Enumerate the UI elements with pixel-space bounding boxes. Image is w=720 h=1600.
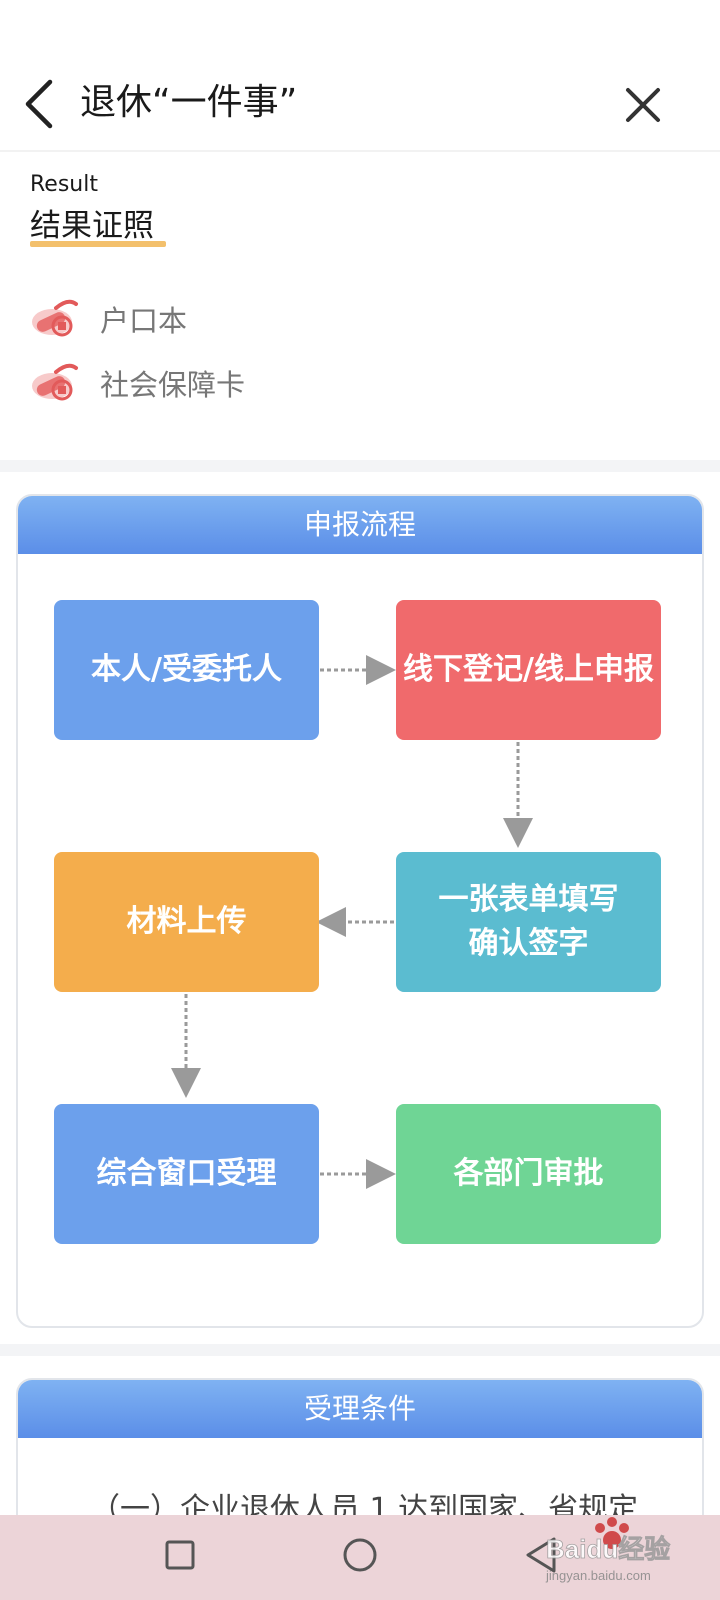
back-button[interactable] (18, 74, 62, 134)
chevron-left-icon (25, 79, 53, 129)
flow-step-register-apply: 线下登记/线上申报 (396, 600, 661, 740)
process-header: 申报流程 (18, 496, 702, 554)
result-label-en: Result (30, 172, 98, 197)
flow-step-form-sign: 一张表单填写 确认签字 (396, 852, 661, 992)
section-gap (0, 1344, 720, 1356)
conditions-header: 受理条件 (18, 1380, 702, 1438)
system-back-button[interactable] (512, 1525, 572, 1585)
flow-step-label: 本人/受委托人 (91, 652, 282, 687)
close-icon (626, 88, 660, 122)
flow-step-label: 线下登记/线上申报 (403, 652, 654, 687)
cert-item-label: 户口本 (100, 304, 188, 338)
back-triangle-icon (526, 1537, 556, 1573)
navigation-bar: 退休“一件事” (0, 60, 720, 148)
watermark-brand: Baidu经验 (546, 1534, 670, 1564)
result-label-cn: 结果证照 (30, 208, 154, 244)
cert-item-hukou[interactable]: 户口本 (28, 290, 628, 346)
nav-divider (0, 150, 720, 152)
cert-item-social-security[interactable]: 社会保障卡 (28, 354, 628, 410)
flow-step-label: 材料上传 (126, 904, 247, 939)
status-bar (0, 0, 720, 50)
certificate-seal-icon (32, 363, 78, 401)
flowchart: 本人/受委托人 线下登记/线上申报 一张表单填写 确认签字 材料上传 综合窗口受… (18, 554, 702, 1304)
flow-step-label: 一张表单填写 确认签字 (438, 882, 619, 961)
recent-apps-button[interactable] (150, 1525, 210, 1585)
process-card: 申报流程 本人/受委托人 线下登记/线上申报 一张表单填写 确认签字 材料上传 (16, 494, 704, 1328)
section-gap (0, 460, 720, 472)
cert-item-label: 社会保障卡 (100, 368, 246, 402)
result-section: Result 结果证照 户口本 社会保障卡 (0, 152, 720, 460)
page-title: 退休“一件事” (80, 82, 298, 123)
recent-apps-icon (165, 1540, 195, 1570)
home-button[interactable] (330, 1525, 390, 1585)
flow-step-self-or-agent: 本人/受委托人 (54, 600, 319, 740)
close-button[interactable] (618, 80, 668, 130)
watermark-url: jingyan.baidu.com (545, 1568, 651, 1583)
home-icon (343, 1538, 377, 1572)
flow-step-label: 各部门审批 (453, 1156, 604, 1191)
flow-step-upload: 材料上传 (54, 852, 319, 992)
certificate-seal-icon (32, 299, 78, 337)
flow-step-label: 综合窗口受理 (96, 1156, 277, 1191)
result-underline (30, 241, 166, 247)
baidu-watermark: Baidu经验 jingyan.baidu.com (545, 1517, 671, 1583)
flow-step-approval: 各部门审批 (396, 1104, 661, 1244)
flow-step-window-accept: 综合窗口受理 (54, 1104, 319, 1244)
